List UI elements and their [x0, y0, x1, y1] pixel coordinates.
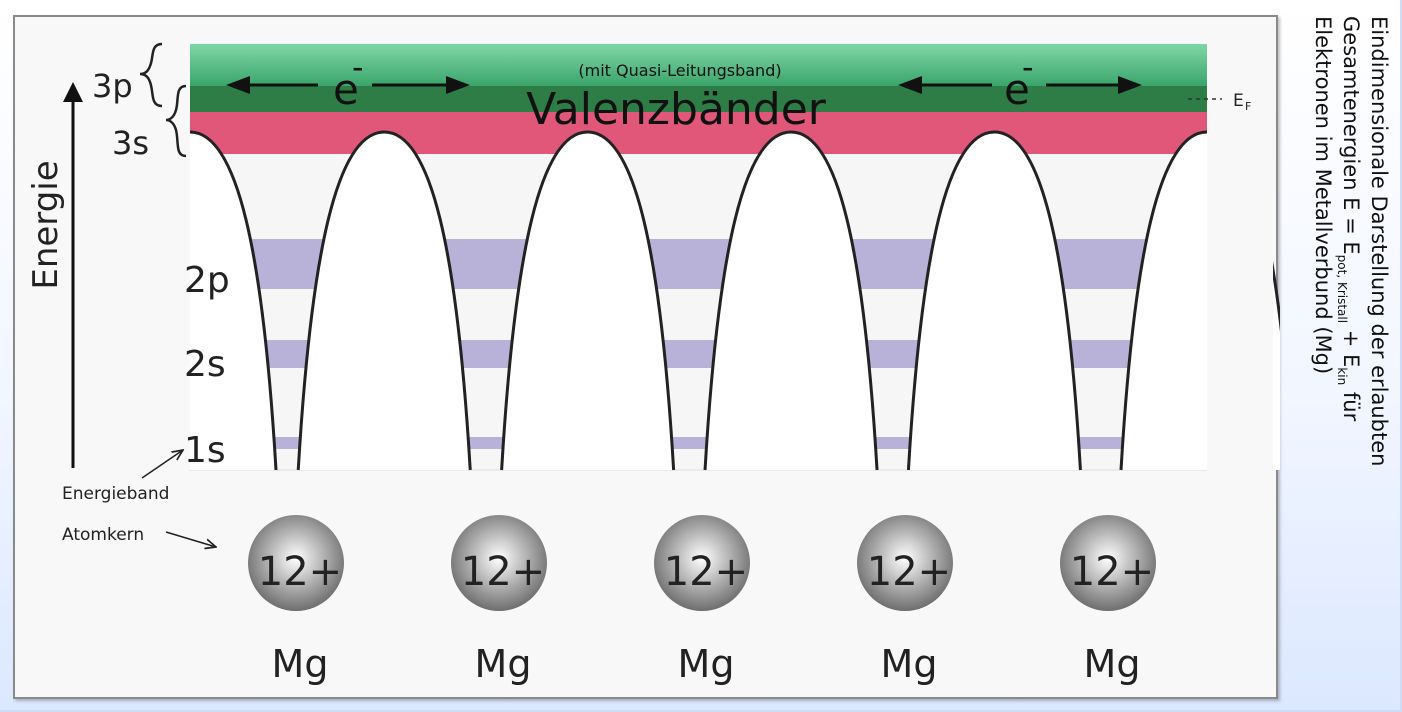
caption-line-3: Elektronen im Metallverbund (Mg): [1311, 16, 1335, 374]
atom-nucleus: 12+ Mg: [451, 515, 547, 686]
level-label-2s: 2s: [184, 344, 226, 385]
nucleus-charge: 12+: [258, 549, 342, 595]
element-symbol: Mg: [475, 642, 532, 686]
nucleus-charge: 12+: [1070, 549, 1154, 595]
side-caption: Eindimensionale Darstellung der erlaubte…: [1290, 12, 1400, 702]
caption-line-2: Gesamtenergien E = Epot, Kristall + Ekin…: [1335, 16, 1363, 422]
caption-line-2-sub1: pot, Kristall: [1335, 255, 1349, 323]
energieband-label: Energieband: [62, 484, 169, 504]
atom-nucleus: 12+ Mg: [248, 515, 344, 686]
atom-nucleus: 12+ Mg: [654, 515, 750, 686]
element-symbol: Mg: [272, 642, 329, 686]
nucleus-sphere: [654, 515, 750, 611]
potential-barrier: [298, 132, 471, 470]
potential-barrier: [908, 132, 1081, 470]
nucleus-charge: 12+: [867, 549, 951, 595]
brace-3s-icon: [165, 84, 187, 158]
energy-axis-label: Energie: [26, 160, 66, 289]
conduction-band: [190, 44, 1207, 86]
atom-nucleus: 12+ Mg: [857, 515, 953, 686]
nucleus-charge: 12+: [664, 549, 748, 595]
potential-barrier: [501, 132, 674, 470]
nucleus-sphere: [248, 515, 344, 611]
atomkern-pointer: [165, 531, 216, 547]
level-label-3s: 3s: [112, 124, 149, 162]
nucleus-sphere: [451, 515, 547, 611]
energieband-pointer: [141, 450, 183, 479]
band-diagram: Energie 3p 3s 2p 2s 1s (mit Quasi-Leitun…: [26, 42, 1280, 686]
valence-band-3p: [190, 86, 1207, 112]
nucleus-sphere: [1060, 515, 1156, 611]
potential-curve: [906, 130, 1082, 471]
brace-3p-icon: [139, 42, 163, 108]
potential-curve: [500, 130, 676, 471]
level-label-3p: 3p: [92, 67, 133, 105]
element-symbol: Mg: [881, 642, 938, 686]
electron-charge-left: -: [352, 48, 364, 86]
electron-label-right: e: [1004, 65, 1030, 114]
caption-line-2-sub2: kin: [1335, 367, 1349, 385]
potential-curve: [703, 130, 879, 471]
nucleus-sphere: [857, 515, 953, 611]
energy-axis: [63, 82, 83, 468]
valence-subtitle: (mit Quasi-Leitungsband): [578, 61, 781, 80]
potential-curve: [296, 130, 472, 471]
element-symbol: Mg: [1084, 642, 1141, 686]
level-label-1s: 1s: [184, 430, 226, 471]
atomkern-label: Atomkern: [62, 525, 144, 545]
atom-nucleus: 12+ Mg: [1060, 515, 1156, 686]
valence-title: Valenzbänder: [526, 84, 827, 135]
fermi-level-sub: F: [1245, 100, 1251, 113]
caption-line-2-b: + E: [1339, 323, 1363, 367]
electron-motion-right: [898, 76, 1142, 94]
electron-motion-left: [226, 76, 470, 94]
caption-line-2-a: Gesamtenergien E = E: [1339, 16, 1363, 255]
electron-charge-right: -: [1022, 48, 1034, 86]
electron-label-left: e: [333, 65, 359, 114]
caption-line-2-c: für: [1339, 385, 1363, 421]
nucleus-charge: 12+: [461, 549, 545, 595]
caption-line-1: Eindimensionale Darstellung der erlaubte…: [1367, 16, 1391, 466]
level-label-2p: 2p: [184, 260, 230, 301]
potential-barrier: [705, 132, 878, 470]
fermi-level-label: E: [1233, 91, 1244, 111]
element-symbol: Mg: [678, 642, 735, 686]
